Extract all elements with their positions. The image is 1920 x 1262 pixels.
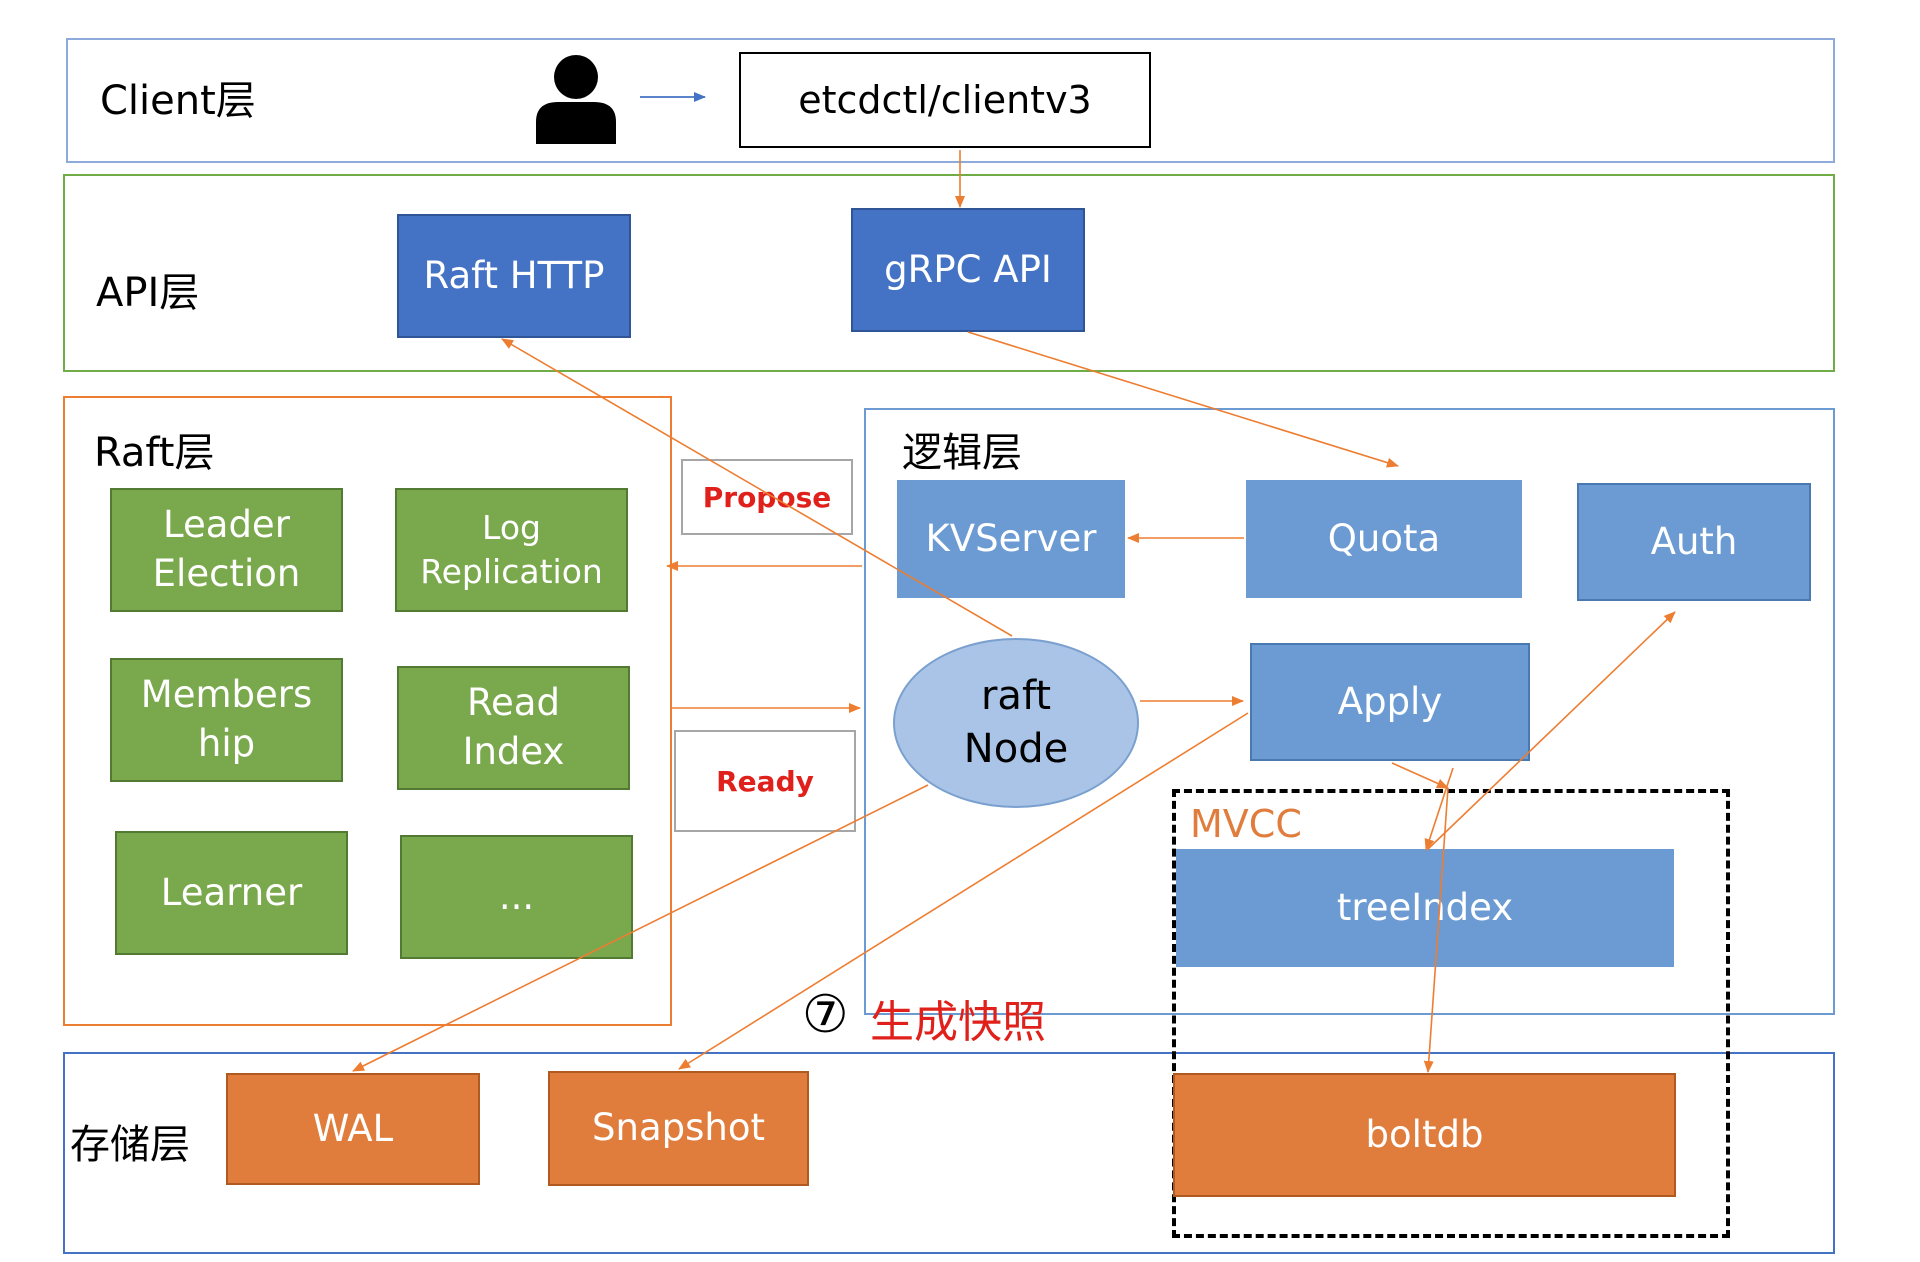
propose-note: Propose <box>681 459 853 535</box>
arrow-treeindex-to-boltdb <box>1423 787 1449 1073</box>
wal-box: WAL <box>226 1073 480 1185</box>
snapshot-box: Snapshot <box>548 1071 809 1186</box>
apply-box: Apply <box>1250 643 1530 761</box>
kvserver-box: KVServer <box>897 480 1125 598</box>
api-layer <box>63 174 1835 372</box>
arrow-treeindex-to-auth <box>1427 611 1676 850</box>
step-label: 生成快照 <box>870 997 1046 1048</box>
storage-layer <box>63 1052 1835 1254</box>
raft-item-leader-election: Leader Election <box>110 488 343 612</box>
ready-note: Ready <box>674 730 856 832</box>
quota-box: Quota <box>1246 480 1522 598</box>
boltdb-box: boltdb <box>1173 1073 1676 1197</box>
raft-layer-label: Raft层 <box>94 430 215 476</box>
raft-item-learner: Learner <box>115 831 348 955</box>
auth-box: Auth <box>1577 483 1811 601</box>
mvcc-dashed-frame <box>1172 789 1730 1238</box>
arrow-apply-to-treeindex-down <box>1424 767 1454 851</box>
tree-index-box: treeIndex <box>1176 849 1674 967</box>
etcdctl-client-box: etcdctl/clientv3 <box>739 52 1151 148</box>
grpc-api-box: gRPC API <box>851 208 1085 332</box>
raft-node-ellipse: raft Node <box>893 638 1139 808</box>
api-layer-label: API层 <box>96 270 200 316</box>
client-layer-label: Client层 <box>100 78 256 124</box>
logic-layer <box>864 408 1835 1015</box>
arrow-raftnode-to-wal <box>352 784 929 1072</box>
arrow-apply-to-treeindex <box>1391 762 1449 789</box>
raft-item-more: ... <box>400 835 633 959</box>
raft-http-box: Raft HTTP <box>397 214 631 338</box>
mvcc-label: MVCC <box>1190 802 1302 846</box>
raft-item-read-index: Read Index <box>397 666 630 790</box>
raft-item-log-replication: Log Replication <box>395 488 628 612</box>
arrow-grpc-to-quota <box>967 331 1399 468</box>
logic-layer-label: 逻辑层 <box>902 430 1022 476</box>
storage-layer-label: 存储层 <box>70 1122 190 1168</box>
raft-layer <box>63 396 672 1026</box>
raft-item-membership: Members hip <box>110 658 343 782</box>
person-icon <box>532 52 620 144</box>
arrow-raftnode-to-rafthttp <box>501 338 1013 637</box>
step-number: ⑦ <box>802 985 849 1045</box>
client-layer <box>66 38 1835 163</box>
arrow-apply-to-snapshot <box>678 712 1249 1070</box>
